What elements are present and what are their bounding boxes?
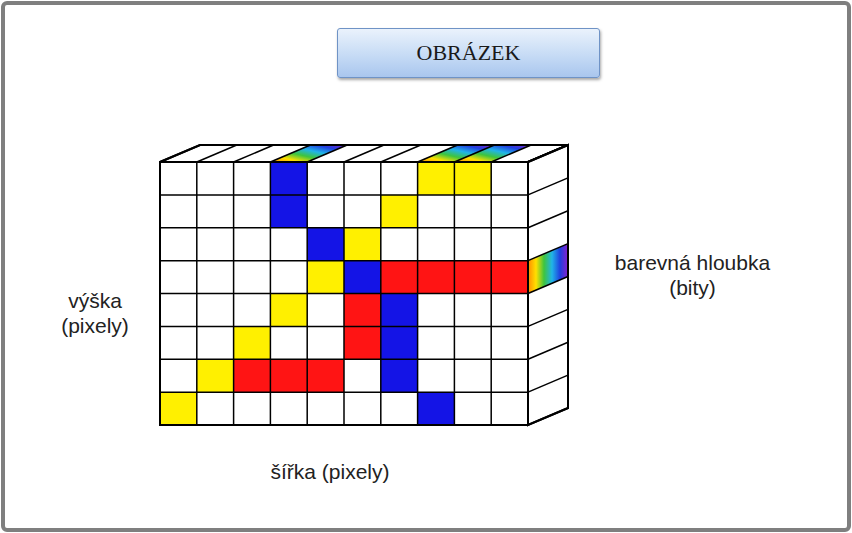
axis-label: šířka (pixely) bbox=[200, 459, 460, 484]
title-text: OBRÁZEK bbox=[417, 40, 521, 66]
axis-label: výška (pixely) bbox=[40, 288, 150, 338]
axis-label: barevná hloubka (bity) bbox=[600, 250, 785, 300]
side-face bbox=[528, 145, 568, 425]
title-box: OBRÁZEK bbox=[337, 28, 600, 78]
outer-frame bbox=[3, 3, 849, 530]
pixel-grid bbox=[160, 162, 528, 425]
top-face bbox=[160, 145, 568, 162]
